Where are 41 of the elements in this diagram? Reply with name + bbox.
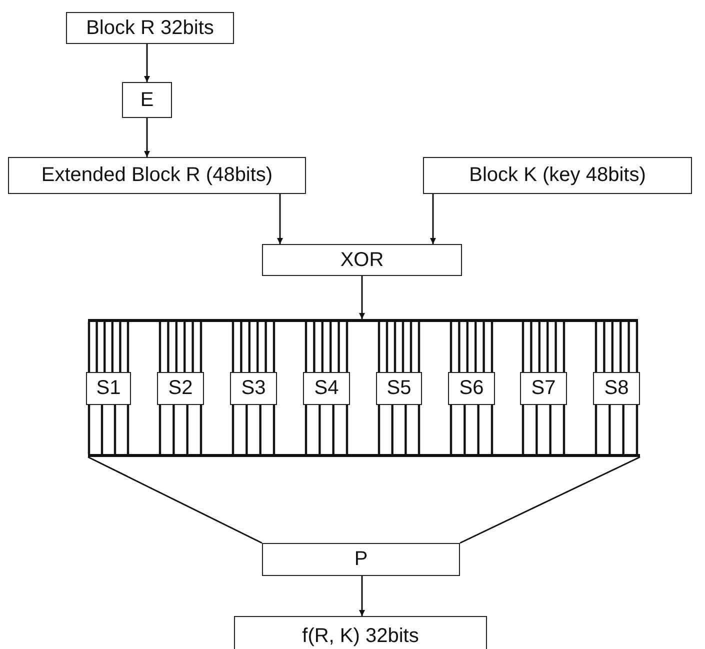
wire-bundle <box>378 320 420 374</box>
process-box: Block K (key 48bits) <box>423 157 692 194</box>
bus-line <box>88 454 640 457</box>
process-box: Extended Block R (48bits) <box>8 157 306 194</box>
arrow <box>430 194 436 244</box>
wire-bundle <box>450 404 494 456</box>
arrow <box>359 576 365 616</box>
s-box: S7 <box>520 372 567 405</box>
wire-bundle <box>304 404 348 456</box>
arrow <box>144 118 150 157</box>
s-box: S1 <box>86 372 131 405</box>
wire-bundle <box>594 320 638 374</box>
process-box: E <box>122 82 172 118</box>
wire-bundle <box>378 404 420 456</box>
s-box: S8 <box>593 372 640 405</box>
connector-line <box>460 456 640 544</box>
process-box: Block R 32bits <box>66 12 234 44</box>
bus-line <box>88 319 638 322</box>
wire-bundle <box>158 404 202 456</box>
wire-bundle <box>232 320 276 374</box>
s-box: S3 <box>230 372 277 405</box>
wire-bundle <box>522 320 566 374</box>
process-box: P <box>262 543 460 576</box>
wire-bundle <box>88 320 130 374</box>
arrow <box>277 194 283 244</box>
connector-line <box>88 456 262 544</box>
s-box: S6 <box>448 372 495 405</box>
wire-bundle <box>158 320 202 374</box>
wire-bundle <box>594 404 638 456</box>
wire-bundle <box>450 320 494 374</box>
s-box: S2 <box>157 372 204 405</box>
process-box: XOR <box>262 244 462 276</box>
wire-bundle <box>304 320 348 374</box>
process-box: f(R, K) 32bits <box>234 616 487 649</box>
arrow <box>144 44 150 82</box>
arrow <box>359 276 365 319</box>
s-box: S4 <box>303 372 350 405</box>
wire-bundle <box>522 404 566 456</box>
wire-bundle <box>232 404 276 456</box>
s-box: S5 <box>376 372 422 405</box>
wire-bundle <box>88 404 130 456</box>
